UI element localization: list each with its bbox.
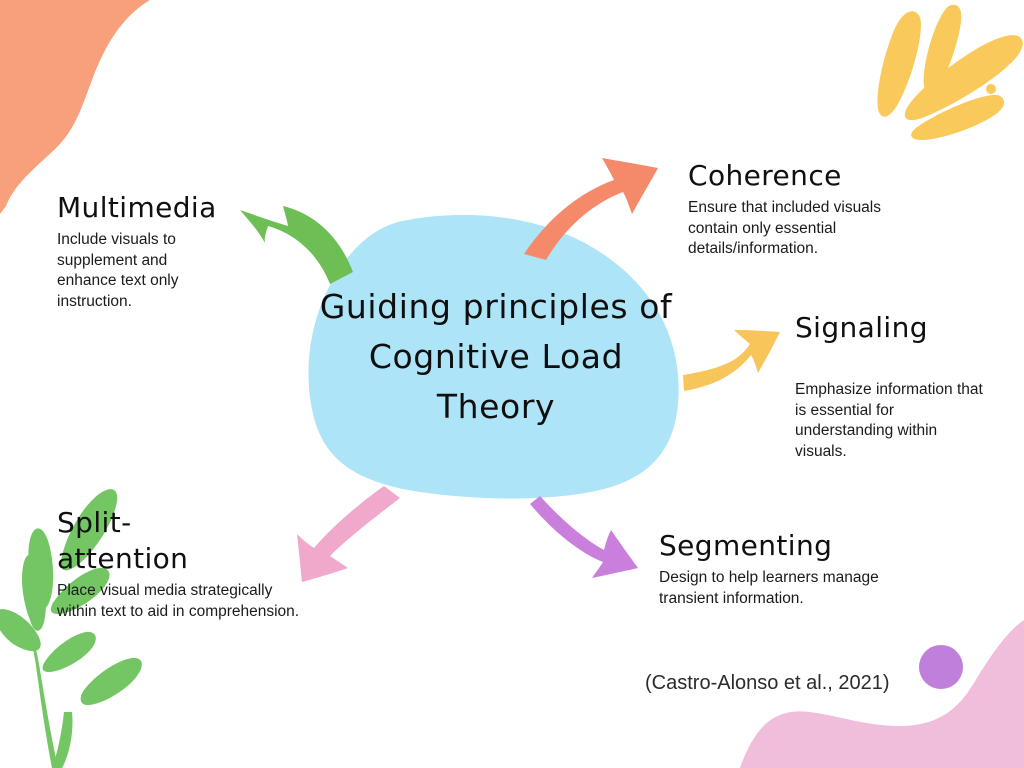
principle-segmenting-title: Segmenting xyxy=(659,529,833,562)
principle-signaling-body: Emphasize information that is essential … xyxy=(795,381,983,460)
center-node-title: Guiding principles of Cognitive Load The… xyxy=(319,287,673,426)
principle-split-attention-title: Split- attention xyxy=(57,506,189,575)
principle-signaling-title: Signaling xyxy=(795,311,928,344)
center-blob-shape xyxy=(308,214,679,499)
principle-multimedia-body: Include visuals to supplement and enhanc… xyxy=(57,231,179,310)
arrow-coherence xyxy=(524,158,658,260)
principle-segmenting-body: Design to help learners manage transient… xyxy=(659,569,879,607)
principle-signaling: Signaling Emphasize information that is … xyxy=(795,310,1005,462)
principle-coherence-body: Ensure that included visuals contain onl… xyxy=(688,199,882,257)
principle-split-attention-body: Place visual media strategically within … xyxy=(57,582,300,620)
arrow-split-attention xyxy=(297,486,400,582)
citation-text: (Castro-Alonso et al., 2021) xyxy=(645,672,890,694)
arrow-multimedia xyxy=(240,206,353,284)
principle-coherence-title: Coherence xyxy=(688,159,842,192)
arrow-segmenting xyxy=(530,496,638,578)
principle-segmenting: Segmenting Design to help learners manag… xyxy=(659,528,909,609)
principle-multimedia-title: Multimedia xyxy=(57,191,217,224)
arrow-signaling xyxy=(683,330,780,391)
principle-coherence: Coherence Ensure that included visuals c… xyxy=(688,158,910,260)
principle-multimedia: Multimedia Include visuals to supplement… xyxy=(57,190,247,312)
principle-split-attention: Split- attention Place visual media stra… xyxy=(57,505,335,622)
